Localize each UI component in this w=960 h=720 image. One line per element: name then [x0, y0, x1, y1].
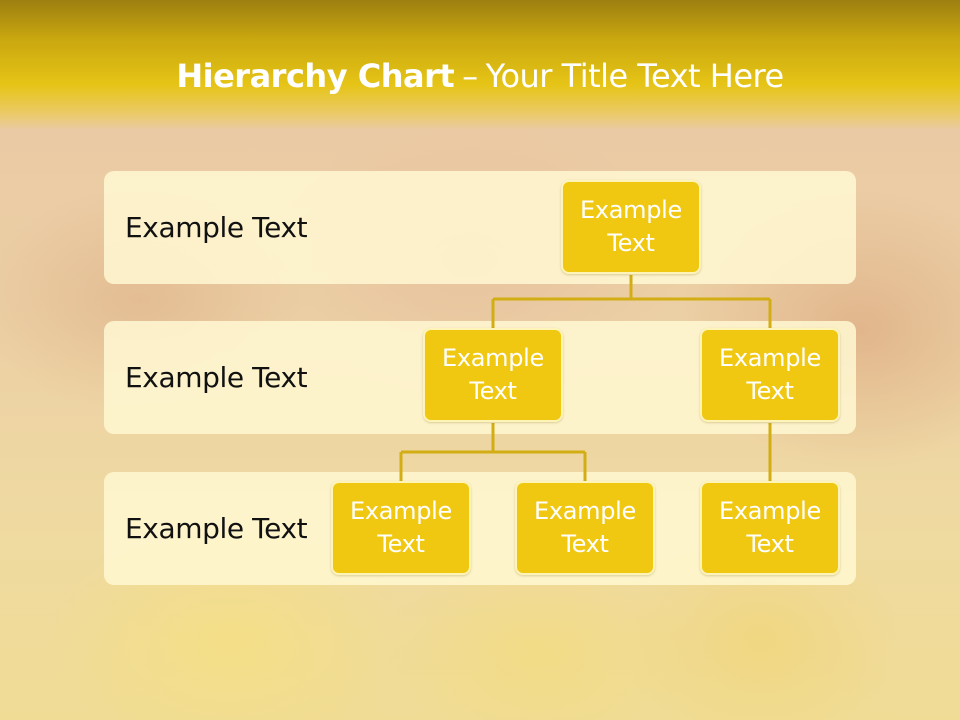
header-band — [0, 0, 960, 130]
slide-title: Hierarchy Chart–Your Title Text Here — [0, 54, 960, 98]
node-level2-right[interactable]: Example Text — [700, 328, 840, 422]
node-level2-left[interactable]: Example Text — [423, 328, 563, 422]
node-root[interactable]: Example Text — [561, 180, 701, 274]
row-label-1: Example Text — [125, 211, 308, 244]
node-level3-a[interactable]: Example Text — [331, 481, 471, 575]
row-label-2: Example Text — [125, 361, 308, 394]
row-label-3: Example Text — [125, 512, 308, 545]
title-rest: Your Title Text Here — [485, 57, 785, 95]
title-separator: – — [462, 57, 478, 95]
title-bold: Hierarchy Chart — [176, 57, 455, 95]
row-band-1: Example Text — [104, 171, 856, 284]
node-level3-c[interactable]: Example Text — [700, 481, 840, 575]
node-level3-b[interactable]: Example Text — [515, 481, 655, 575]
